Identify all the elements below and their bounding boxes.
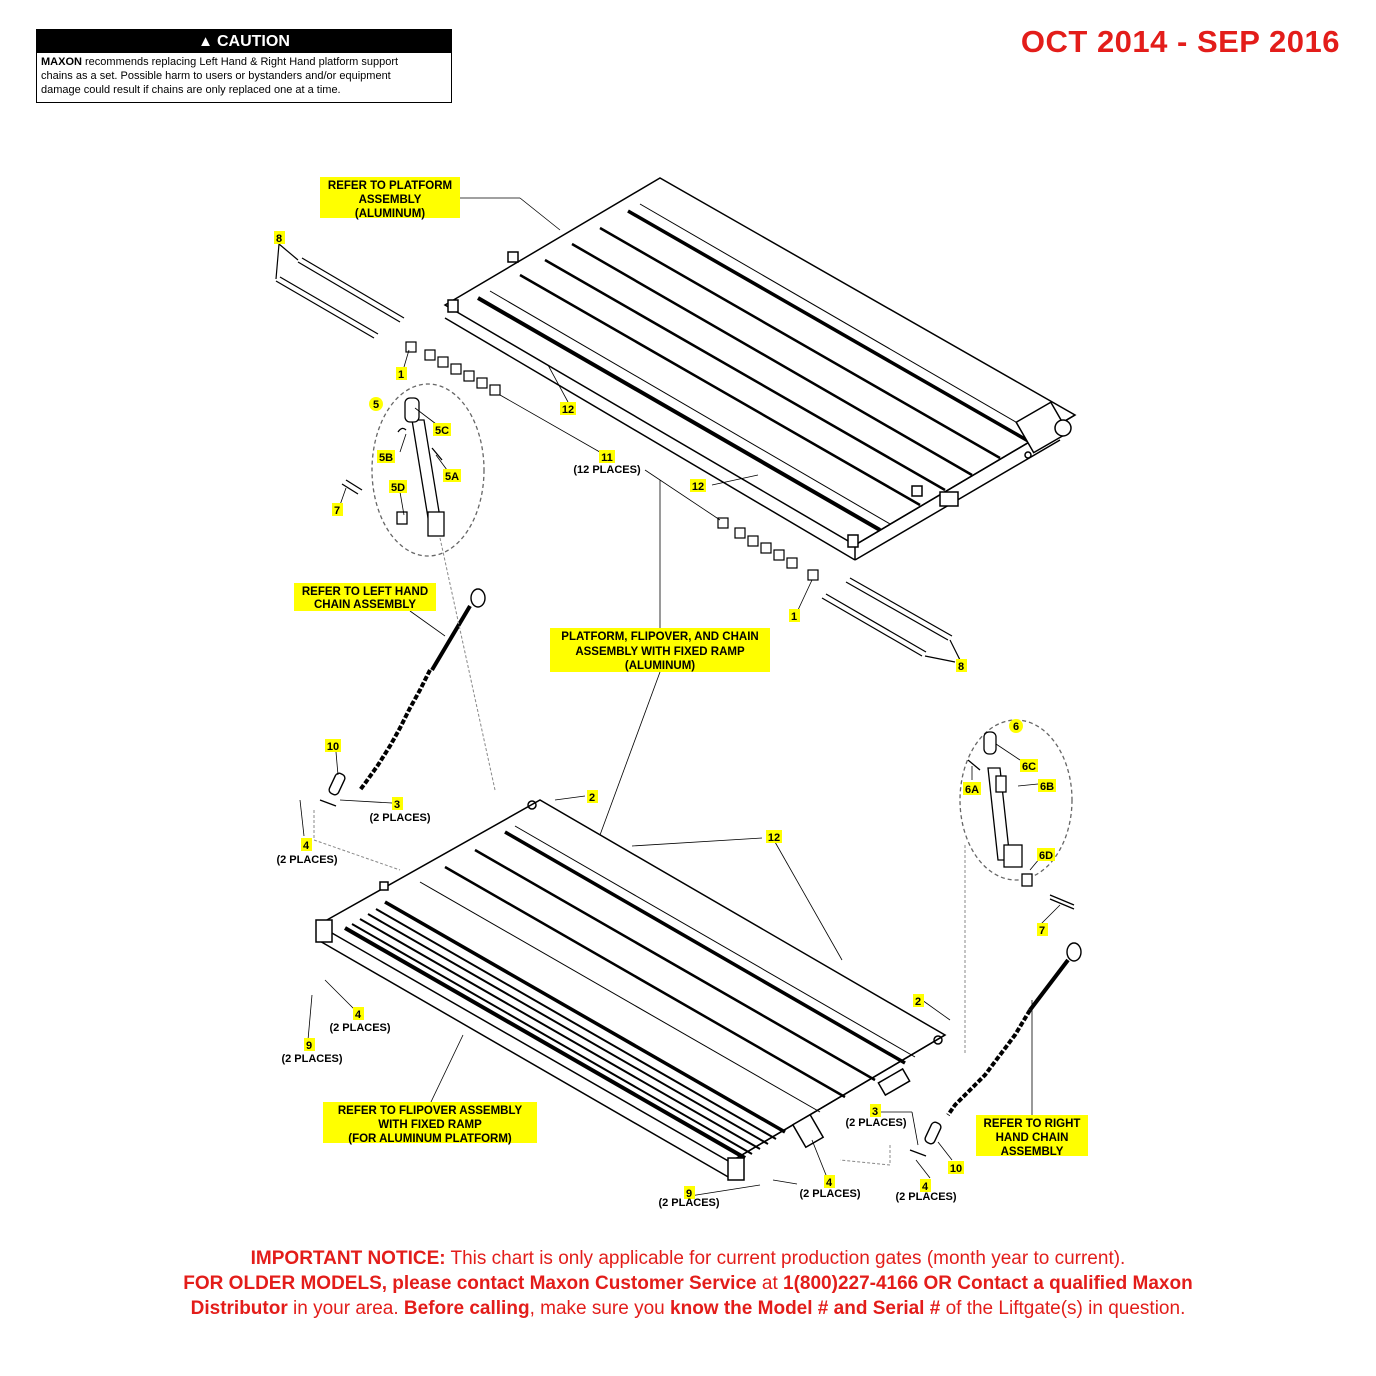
svg-text:(12 PLACES): (12 PLACES) <box>573 464 641 476</box>
svg-text:10: 10 <box>950 1163 962 1175</box>
date-range: OCT 2014 - SEP 2016 <box>1020 24 1340 59</box>
svg-text:4: 4 <box>303 840 310 852</box>
svg-text:7: 7 <box>1039 925 1045 937</box>
svg-text:(2 PLACES): (2 PLACES) <box>658 1197 719 1209</box>
caution-header: ▲ CAUTION <box>37 30 451 53</box>
part-tags: 8 1 5 5C 5B 5A 5D 7 12 11 (12 PLACES) 12… <box>274 231 1056 1209</box>
notice-l3-bold2: Before calling <box>403 1298 530 1319</box>
svg-text:(2 PLACES): (2 PLACES) <box>281 1053 342 1065</box>
svg-text:12: 12 <box>768 832 780 844</box>
svg-text:12: 12 <box>562 404 574 416</box>
svg-text:2: 2 <box>915 996 921 1008</box>
svg-text:(2 PLACES): (2 PLACES) <box>895 1191 956 1203</box>
important-notice: IMPORTANT NOTICE: This chart is only app… <box>0 1246 1376 1321</box>
pins-bottom-right <box>821 577 961 663</box>
svg-text:7: 7 <box>334 505 340 517</box>
callout-main-assembly: PLATFORM, FLIPOVER, AND CHAIN ASSEMBLY W… <box>550 628 770 672</box>
notice-line-2: FOR OLDER MODELS, please contact Maxon C… <box>0 1271 1376 1296</box>
notice-l2-bold: FOR OLDER MODELS, please contact Maxon C… <box>183 1273 757 1294</box>
caution-brand: MAXON <box>41 56 82 68</box>
callout-platform-assembly: REFER TO PLATFORM ASSEMBLY (ALUMINUM) <box>320 177 460 220</box>
flipover-arm-assembly-6 <box>959 719 1075 910</box>
svg-text:WITH FIXED RAMP: WITH FIXED RAMP <box>378 1119 482 1131</box>
svg-text:10: 10 <box>327 741 339 753</box>
notice-l2-mid: at <box>756 1273 784 1294</box>
svg-text:8: 8 <box>276 233 282 245</box>
bushings-bottom <box>717 517 819 581</box>
svg-text:6: 6 <box>1013 721 1019 733</box>
svg-text:(ALUMINUM): (ALUMINUM) <box>355 208 425 220</box>
notice-l1-rest: This chart is only applicable for curren… <box>445 1248 1126 1269</box>
svg-text:ASSEMBLY WITH FIXED RAMP: ASSEMBLY WITH FIXED RAMP <box>575 646 745 658</box>
svg-text:8: 8 <box>958 661 964 673</box>
caution-title: CAUTION <box>216 32 290 50</box>
notice-l3-mid: in your area. <box>287 1298 404 1319</box>
svg-text:(2 PLACES): (2 PLACES) <box>329 1022 390 1034</box>
right-chain <box>909 942 1082 1157</box>
svg-text:5B: 5B <box>379 452 393 464</box>
svg-text:PLATFORM, FLIPOVER, AND CHAIN: PLATFORM, FLIPOVER, AND CHAIN <box>561 631 758 643</box>
flipover-arm-assembly-5 <box>341 383 485 557</box>
top-platform <box>443 177 1077 561</box>
notice-line-3: Distributor in your area. Before calling… <box>0 1296 1376 1321</box>
notice-l3-bold3: know the Model # and Serial # <box>670 1298 941 1319</box>
svg-text:1: 1 <box>398 369 404 381</box>
bushings-top <box>405 341 501 396</box>
left-chain <box>319 588 486 807</box>
svg-text:6A: 6A <box>965 784 979 796</box>
svg-text:3: 3 <box>394 799 400 811</box>
svg-text:6C: 6C <box>1022 761 1036 773</box>
svg-text:REFER TO RIGHT: REFER TO RIGHT <box>984 1118 1081 1130</box>
svg-text:11: 11 <box>601 452 613 464</box>
callout-flipover: REFER TO FLIPOVER ASSEMBLY WITH FIXED RA… <box>323 1102 537 1145</box>
svg-text:4: 4 <box>355 1009 362 1021</box>
caution-line-2: chains as a set. Possible harm to users … <box>41 70 391 82</box>
notice-l2-bold2: 1(800)227-4166 OR Contact a qualified Ma… <box>783 1273 1193 1294</box>
leader-paths <box>313 537 966 1166</box>
svg-text:1: 1 <box>791 611 797 623</box>
notice-l1-bold: IMPORTANT NOTICE: <box>250 1248 446 1269</box>
svg-text:12: 12 <box>692 481 704 493</box>
svg-text:REFER TO PLATFORM: REFER TO PLATFORM <box>328 180 452 192</box>
svg-text:4: 4 <box>826 1177 833 1189</box>
notice-l3-rest: of the Liftgate(s) in question. <box>940 1298 1186 1319</box>
pins-top-left <box>275 243 405 339</box>
bottom-platform <box>315 799 947 1181</box>
callout-left-chain: REFER TO LEFT HAND CHAIN ASSEMBLY <box>294 583 436 611</box>
svg-text:REFER TO FLIPOVER ASSEMBLY: REFER TO FLIPOVER ASSEMBLY <box>338 1105 523 1117</box>
svg-text:REFER TO LEFT HAND: REFER TO LEFT HAND <box>302 586 428 598</box>
svg-text:5: 5 <box>373 399 379 411</box>
svg-text:(2 PLACES): (2 PLACES) <box>799 1188 860 1200</box>
caution-box: ▲ CAUTION MAXON recommends replacing Lef… <box>36 29 452 103</box>
svg-text:(ALUMINUM): (ALUMINUM) <box>625 660 695 672</box>
exploded-diagram: REFER TO PLATFORM ASSEMBLY (ALUMINUM) RE… <box>274 177 1088 1209</box>
caution-line-3: damage could result if chains are only r… <box>41 84 341 96</box>
svg-text:3: 3 <box>872 1106 878 1118</box>
svg-text:ASSEMBLY: ASSEMBLY <box>359 194 422 206</box>
svg-text:ASSEMBLY: ASSEMBLY <box>1001 1146 1064 1158</box>
notice-line-1: IMPORTANT NOTICE: This chart is only app… <box>0 1246 1376 1271</box>
notice-l3-mid2: , make sure you <box>529 1298 671 1319</box>
warning-triangle-icon: ▲ <box>198 33 213 50</box>
svg-text:9: 9 <box>686 1188 692 1200</box>
svg-text:5D: 5D <box>391 482 405 494</box>
svg-text:2: 2 <box>589 792 595 804</box>
svg-text:6D: 6D <box>1039 850 1053 862</box>
notice-l3-bold: Distributor <box>190 1298 288 1319</box>
svg-text:4: 4 <box>922 1181 929 1193</box>
svg-text:(2 PLACES): (2 PLACES) <box>845 1117 906 1129</box>
callout-right-chain: REFER TO RIGHT HAND CHAIN ASSEMBLY <box>976 1115 1088 1158</box>
svg-text:(2 PLACES): (2 PLACES) <box>369 812 430 824</box>
leader-lines <box>299 197 1061 1197</box>
svg-text:9: 9 <box>306 1040 312 1052</box>
svg-text:5A: 5A <box>445 471 459 483</box>
caution-text: MAXON recommends replacing Left Hand & R… <box>37 53 451 99</box>
caution-line-1: recommends replacing Left Hand & Right H… <box>81 56 399 68</box>
svg-text:HAND CHAIN: HAND CHAIN <box>996 1132 1069 1144</box>
svg-text:(FOR ALUMINUM PLATFORM): (FOR ALUMINUM PLATFORM) <box>348 1133 512 1145</box>
svg-text:(2 PLACES): (2 PLACES) <box>276 854 337 866</box>
svg-text:6B: 6B <box>1040 781 1054 793</box>
svg-text:CHAIN ASSEMBLY: CHAIN ASSEMBLY <box>314 599 416 611</box>
svg-text:5C: 5C <box>435 425 449 437</box>
